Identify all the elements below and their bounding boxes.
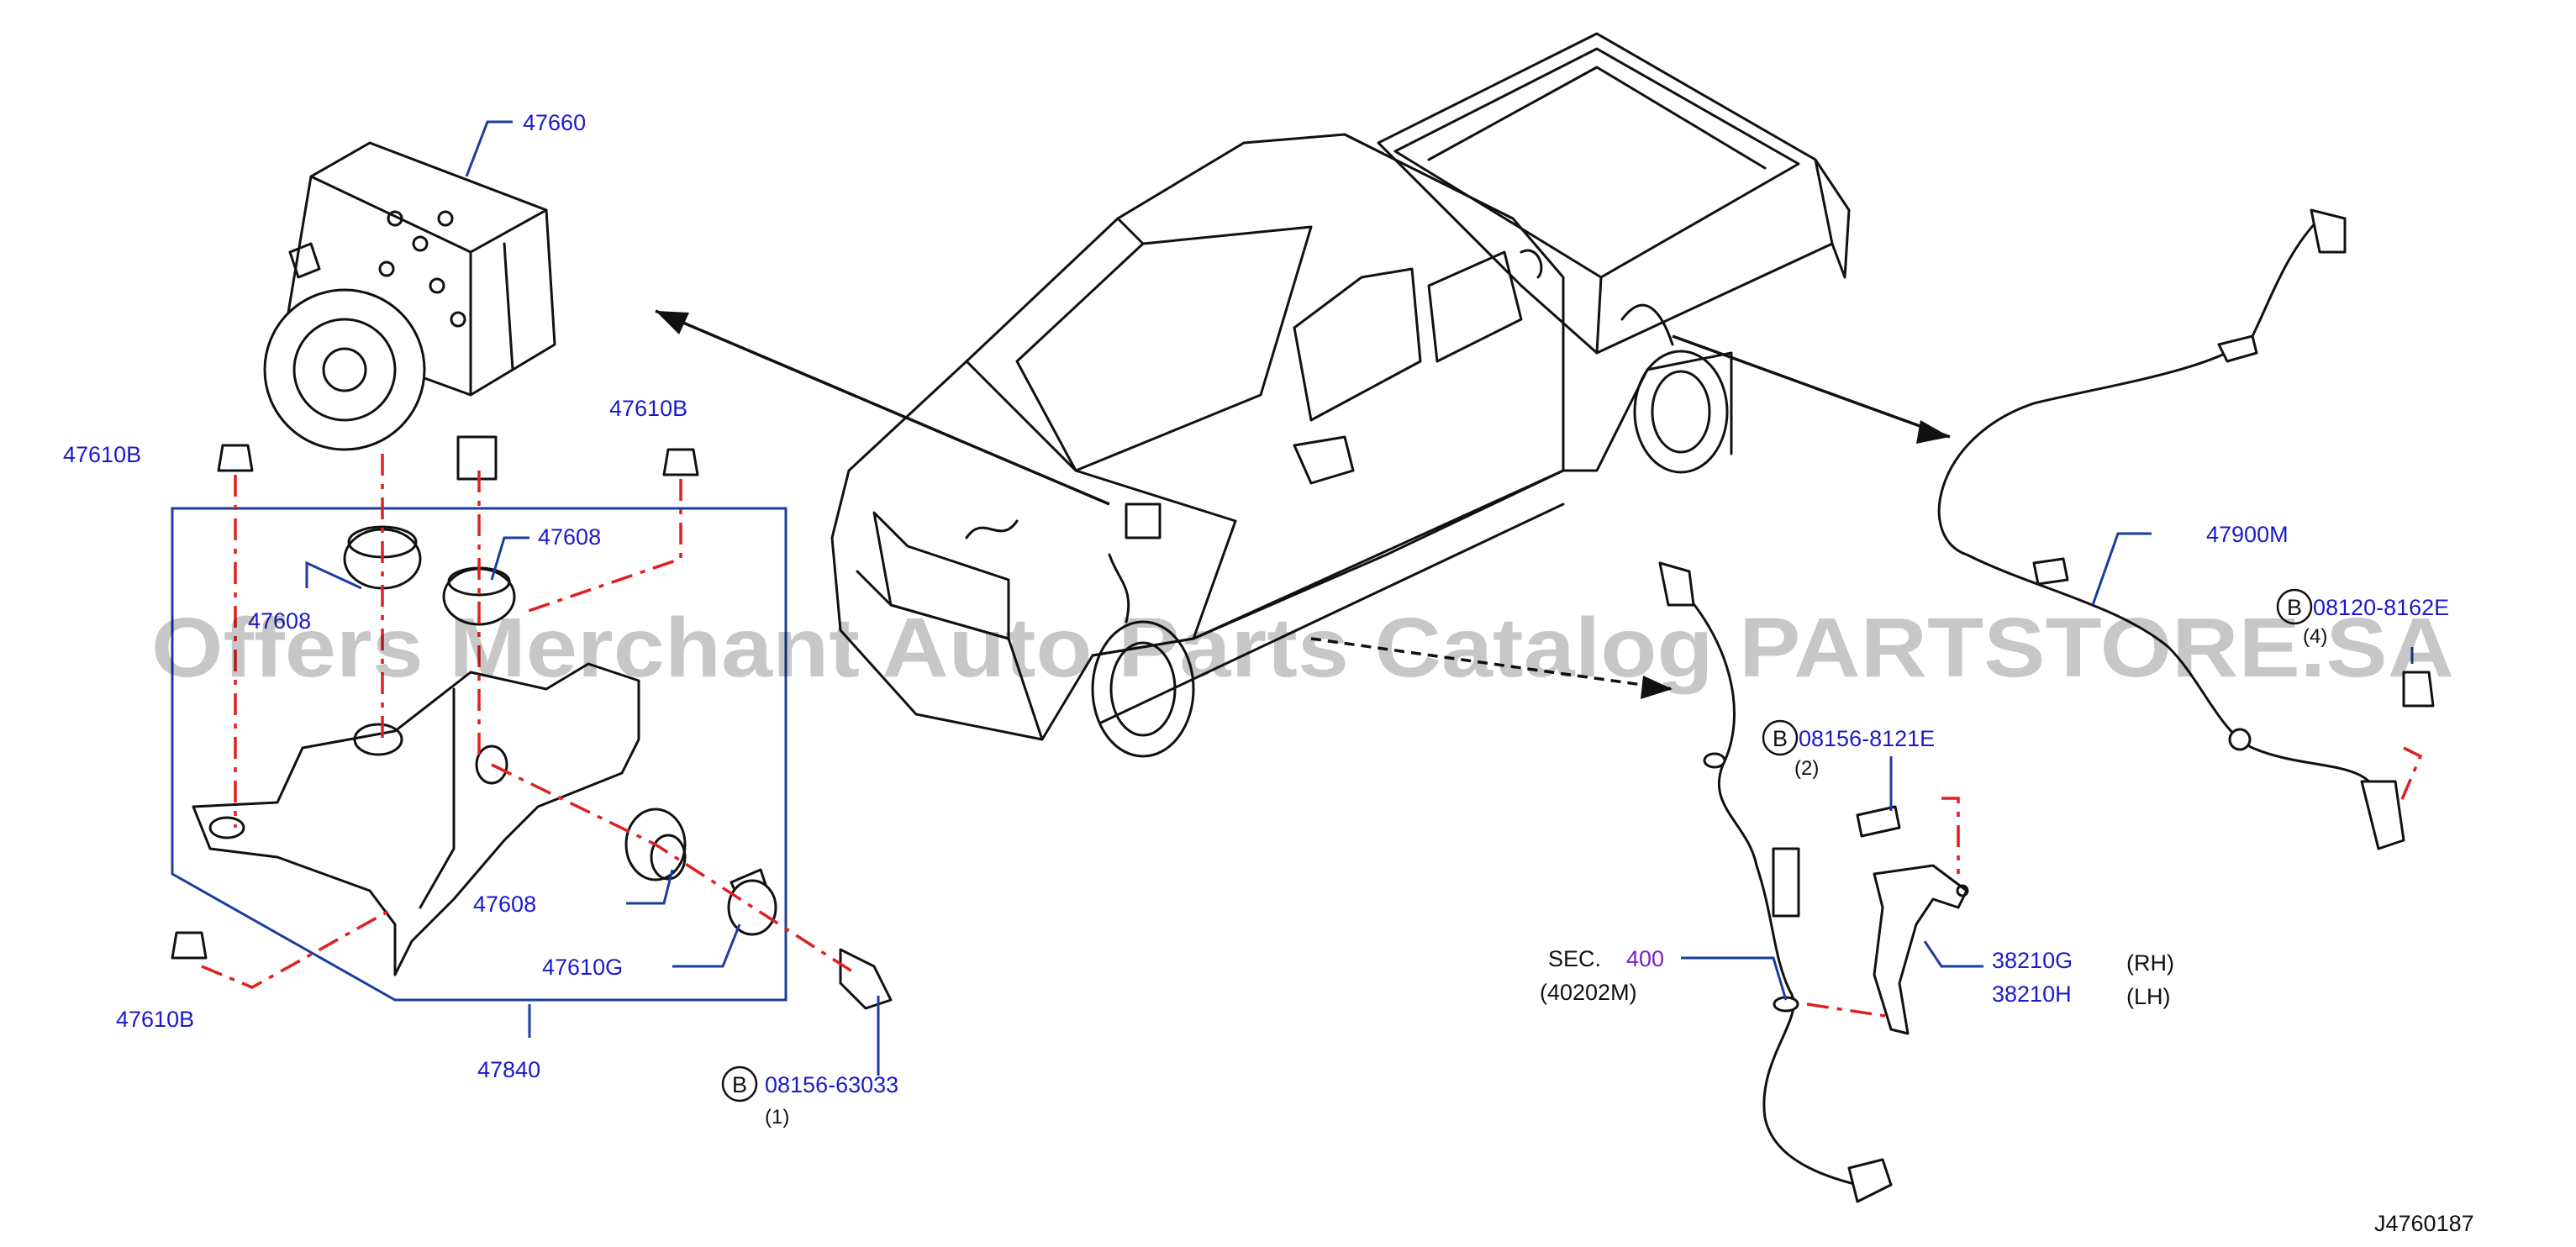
label-qty-4: (4) [2303,625,2327,648]
label-47608-lower: 47608 [473,892,536,917]
label-sec-400: 400 [1626,946,1664,971]
label-lh: (LH) [2126,984,2171,1009]
callout-arrows [655,309,1951,699]
label-08156-8121e: 08156-8121E [1799,726,1935,751]
rear-sensor-illustration [1937,208,2435,850]
label-rh: (RH) [2126,950,2174,976]
label-sec-sub: (40202M) [1540,980,1637,1005]
sensor-bracket-illustration [1856,805,1969,1035]
bolt-marker-letter: B [1773,726,1788,751]
watermark: Offers Merchant Auto Parts Catalog PARTS… [151,601,2454,695]
diagram-code: J4760187 [2374,1211,2474,1236]
label-08156-63033: 08156-63033 [765,1072,898,1097]
assembly-lines [201,454,2423,1018]
label-38210g: 38210G [1992,948,2073,973]
label-08120-8162e: 08120-8162E [2313,595,2449,620]
label-47608-right: 47608 [538,524,601,550]
label-47610b-bottom: 47610B [116,1007,194,1032]
label-sec: SEC. [1548,946,1601,971]
label-qty-1: (1) [765,1106,789,1129]
label-47900m: 47900M [2206,522,2289,547]
abs-actuator-illustration [263,141,556,481]
label-47610g: 47610G [542,955,623,980]
bracket-assembly-box [171,507,788,1002]
bracket-illustration [192,662,640,976]
front-sensor-illustration [1658,561,1893,1203]
bolt-marker-letter: B [2287,595,2302,620]
part-labels: 47660 47610B 47610B 47608 47608 47608 47… [63,110,2474,1236]
label-38210h: 38210H [1992,981,2072,1007]
label-qty-2: (2) [1794,757,1819,780]
label-47610b-top-left: 47610B [63,442,141,467]
label-47608-left: 47608 [248,608,311,634]
pickup-truck-illustration [830,32,1851,758]
label-47610b-top-right: 47610B [609,396,687,421]
label-47660: 47660 [523,110,586,135]
bolt-marker-letter: B [732,1072,747,1097]
leader-lines [305,120,2414,1076]
bolt-markers: B B B [721,588,2313,1102]
label-47840: 47840 [477,1057,540,1082]
